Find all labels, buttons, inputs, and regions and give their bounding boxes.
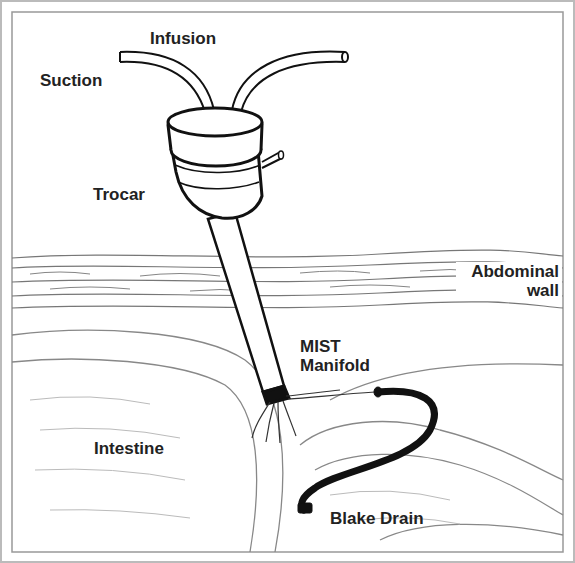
blake-drain — [298, 387, 434, 513]
intestine — [12, 330, 563, 552]
abdominal-wall — [12, 250, 563, 308]
trocar-label: Trocar — [93, 186, 145, 205]
infusion-tube — [232, 52, 348, 112]
inner-frame — [12, 12, 563, 552]
suction-tube — [120, 52, 214, 112]
mist-manifold — [252, 390, 375, 443]
infusion-label: Infusion — [150, 30, 216, 49]
intestine-label: Intestine — [94, 440, 164, 459]
abdominal-wall-label: Abdominal wall — [456, 262, 562, 301]
trocar — [168, 108, 289, 404]
suction-label: Suction — [40, 72, 102, 91]
drain-label: Blake Drain — [330, 510, 424, 529]
manifold-label: MIST Manifold — [300, 338, 380, 375]
